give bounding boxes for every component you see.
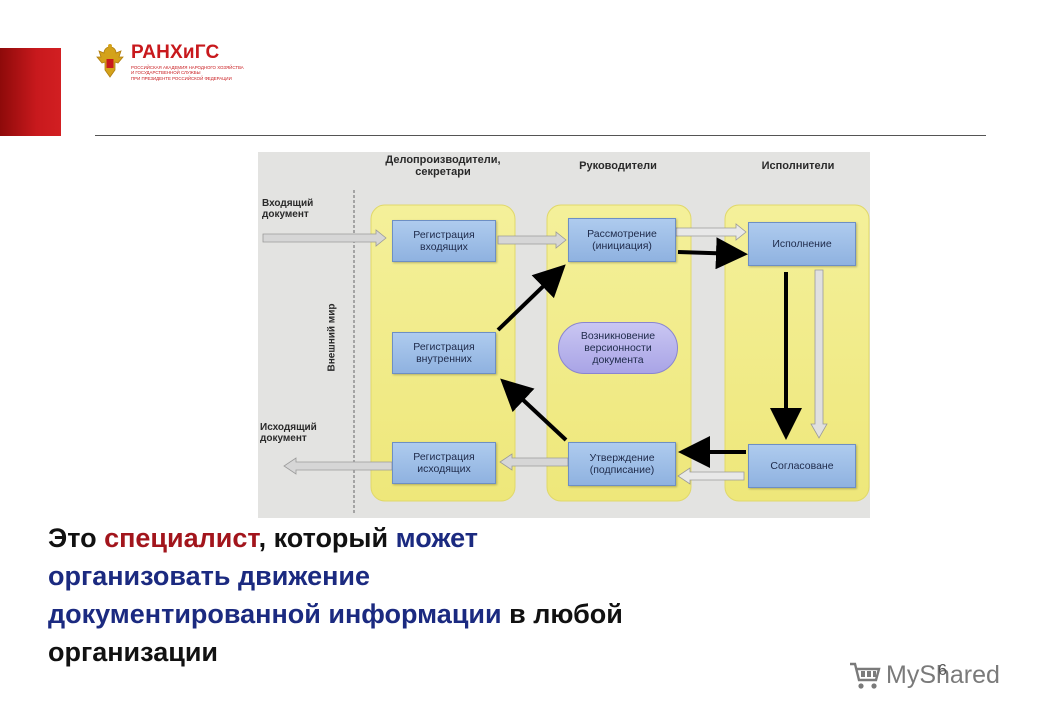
logo-name: РАНХиГС: [131, 42, 220, 63]
arrow-regin-to-review: [497, 231, 567, 249]
watermark: MyShared: [848, 658, 1008, 694]
box-review: Рассмотрение(инициация): [568, 218, 676, 262]
outgoing-arrow: [283, 457, 393, 475]
arrow-agreement-to-approval-hollow: [677, 467, 745, 485]
logo-subtitle: РОССИЙСКАЯ АКАДЕМИЯ НАРОДНОГО ХОЗЯЙСТВА …: [131, 65, 244, 81]
slide-caption: Это специалист, который может организова…: [48, 523, 623, 667]
incoming-arrow: [262, 229, 387, 247]
logo: РАНХиГС РОССИЙСКАЯ АКАДЕМИЯ НАРОДНОГО ХО…: [95, 40, 255, 86]
header-divider: [95, 135, 986, 136]
column-title-clerks: Делопроизводители, секретари: [385, 154, 501, 178]
page-number: 6: [938, 662, 947, 679]
box-execution: Исполнение: [748, 222, 856, 266]
arrow-approval-to-regout: [499, 453, 569, 471]
eagle-emblem-icon: [96, 44, 124, 78]
red-accent-block: [0, 48, 61, 136]
arrow-reginternal-to-review: [496, 264, 566, 332]
arrow-approval-to-reginternal: [500, 378, 568, 442]
cart-icon: [850, 662, 881, 689]
column-title-managers: Руководители: [579, 160, 657, 172]
outgoing-document-label: Исходящий документ: [260, 422, 317, 444]
incoming-document-label: Входящий документ: [262, 198, 314, 220]
column-title-executors: Исполнители: [761, 160, 835, 172]
outer-world-label: Внешний мир: [326, 303, 338, 372]
column-panel-executors: [724, 204, 870, 502]
arrow-execution-to-agreement-hollow: [810, 269, 828, 439]
oval-versioning: Возникновение версионности документа: [558, 322, 678, 374]
box-approval: Утверждение(подписание): [568, 442, 676, 486]
document-flow-diagram: Делопроизводители, секретари Руководител…: [258, 152, 870, 518]
watermark-text: MyShared: [886, 661, 1000, 689]
box-agreement: Согласоване: [748, 444, 856, 488]
arrow-review-to-execution: [677, 237, 748, 270]
caption-highlight-specialist: специалист: [104, 523, 259, 553]
arrow-review-to-execution-hollow: [675, 223, 747, 241]
